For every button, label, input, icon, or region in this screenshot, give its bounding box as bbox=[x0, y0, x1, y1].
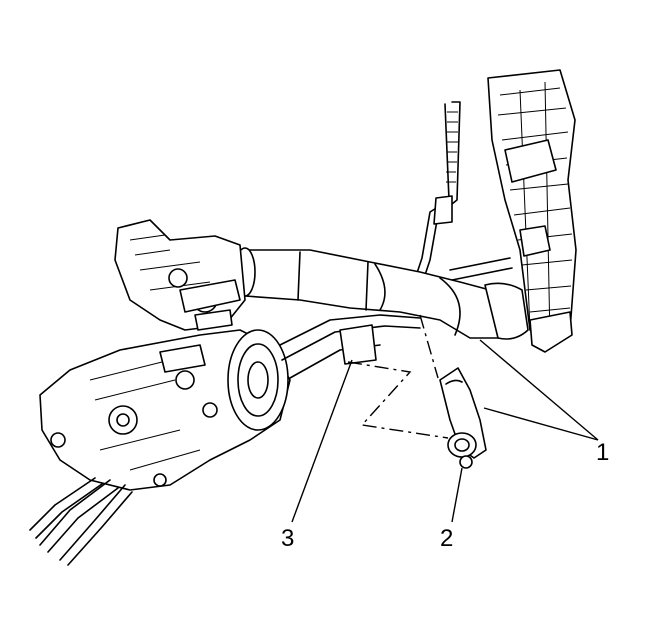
leader-lines bbox=[291, 339, 599, 523]
hose-clamp bbox=[439, 367, 487, 469]
radiator-duct bbox=[487, 69, 577, 353]
callout-3: 3 bbox=[281, 525, 294, 552]
engine-block bbox=[114, 219, 246, 331]
ac-lines bbox=[279, 314, 421, 379]
callout-1: 1 bbox=[596, 439, 609, 466]
radiator-hose bbox=[224, 247, 529, 340]
metal-line-upper bbox=[411, 101, 513, 291]
ac-compressor bbox=[39, 329, 291, 491]
callout-2: 2 bbox=[440, 525, 453, 552]
lower-hoses bbox=[29, 477, 133, 566]
alignment-lines bbox=[347, 314, 449, 439]
